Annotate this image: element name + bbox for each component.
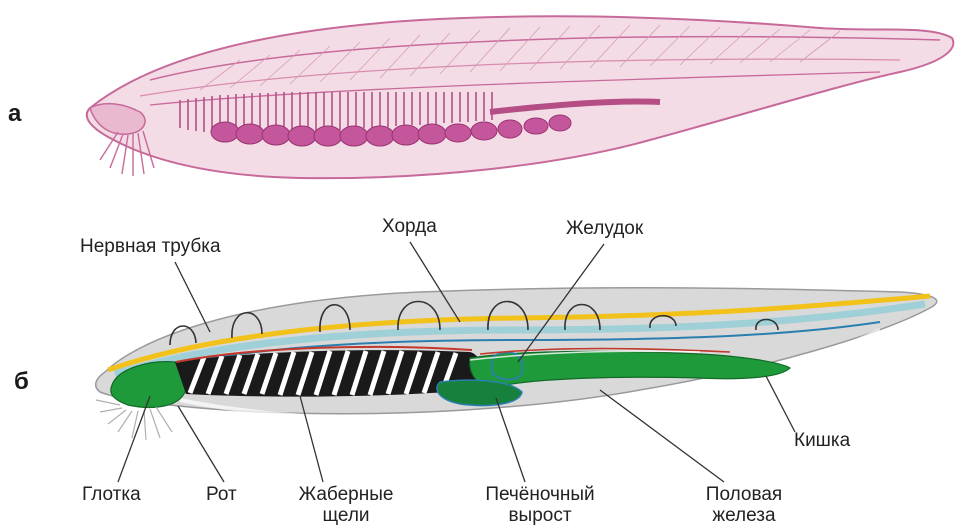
label-gill-slits: Жаберные щели (299, 484, 394, 526)
label-pharynx: Глотка (82, 484, 141, 505)
label-gonad-line2: железа (706, 505, 782, 526)
panel-a-letter: а (8, 100, 21, 128)
label-gonad-line1: Половая (706, 484, 782, 505)
label-intestine: Кишка (794, 430, 850, 451)
label-hepatic-line2: вырост (485, 505, 594, 526)
panel-b-letter: б (14, 368, 29, 396)
label-mouth: Рот (206, 484, 237, 505)
lancelet-illustration (87, 16, 954, 178)
label-gill-slits-line1: Жаберные (299, 484, 394, 505)
label-neural-tube: Нервная трубка (80, 236, 221, 257)
label-hepatic-outgrowth: Печёночный вырост (485, 484, 594, 526)
label-stomach: Желудок (566, 218, 643, 239)
label-hepatic-line1: Печёночный (485, 484, 594, 505)
label-notochord: Хорда (382, 216, 437, 237)
label-gonad: Половая железа (706, 484, 782, 526)
lancelet-schematic (96, 288, 937, 440)
label-gill-slits-line2: щели (299, 505, 394, 526)
